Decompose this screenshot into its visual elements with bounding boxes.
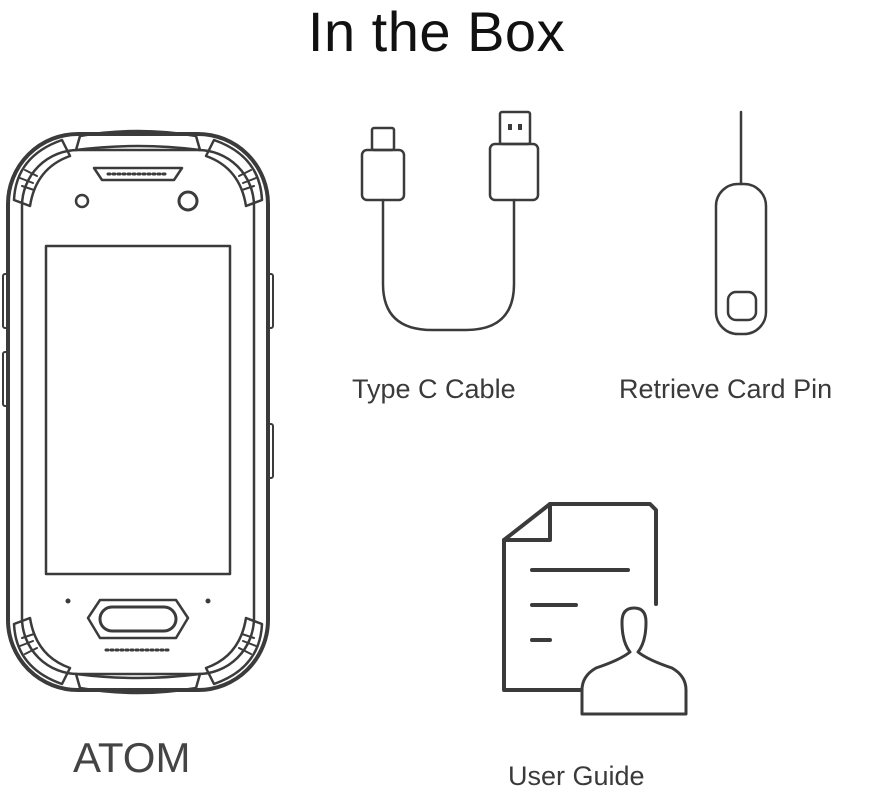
item-label-atom: ATOM bbox=[73, 734, 191, 781]
usb-c-cable-icon bbox=[360, 110, 540, 332]
item-label-type-c-cable: Type C Cable bbox=[352, 374, 516, 404]
item-label-user-guide: User Guide bbox=[508, 761, 645, 791]
rugged-phone-icon bbox=[2, 129, 274, 695]
page-title: In the Box bbox=[307, 0, 566, 63]
item-label-retrieve-card-pin: Retrieve Card Pin bbox=[619, 374, 833, 404]
user-guide-icon bbox=[502, 502, 688, 716]
sim-eject-pin-icon bbox=[714, 110, 768, 336]
